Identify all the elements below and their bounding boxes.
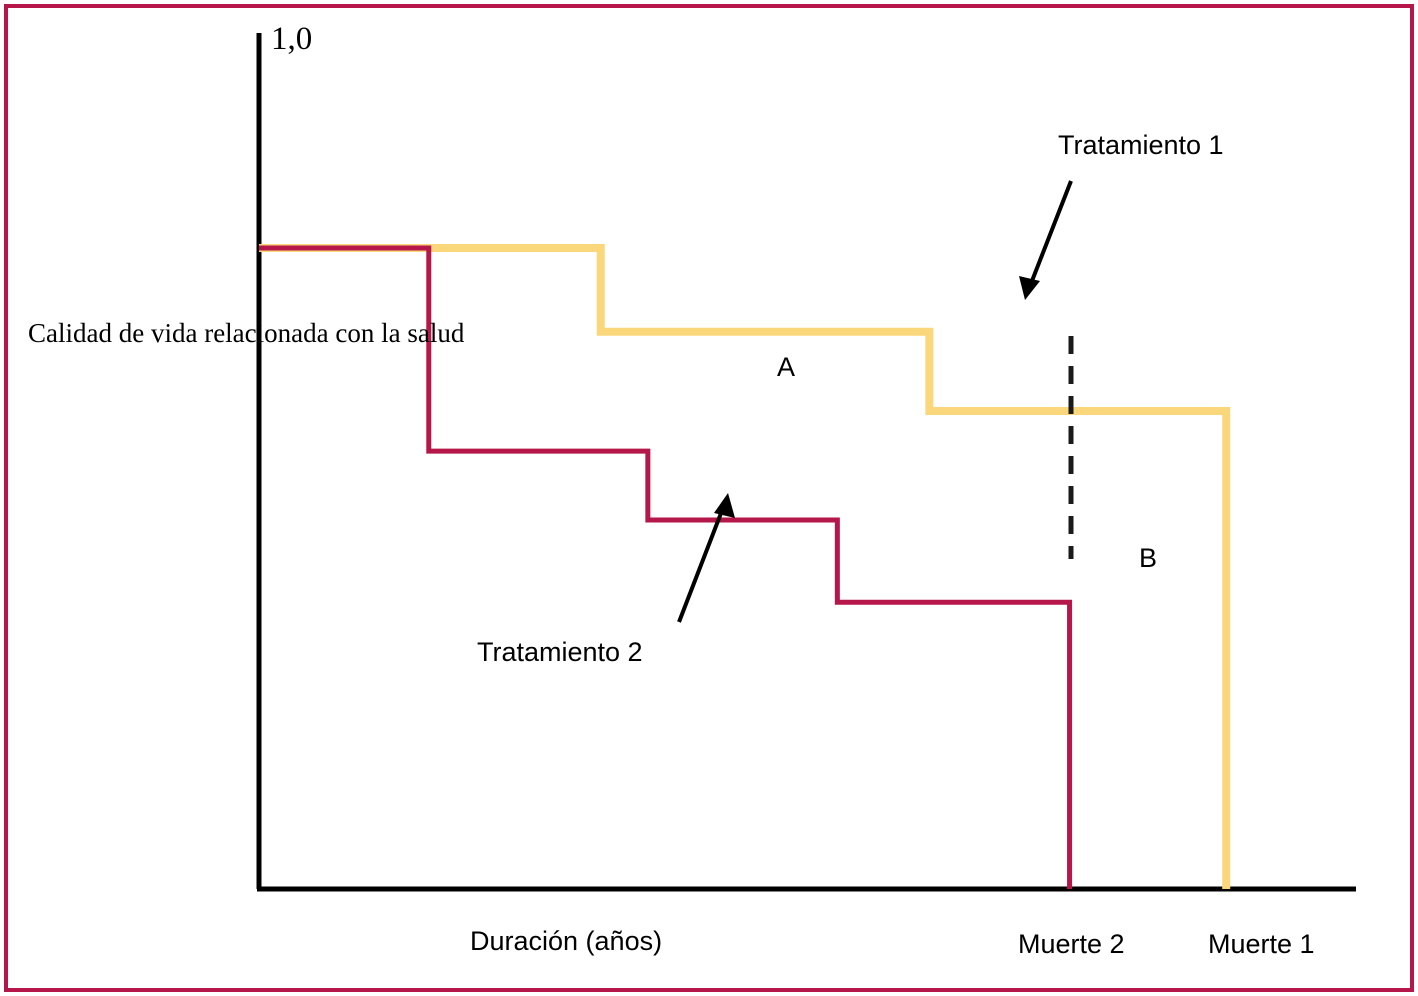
treatment2-step-curve (259, 245, 1073, 889)
axis-lines (256, 33, 1356, 892)
muerte2-axis-label: Muerte 2 (1018, 929, 1125, 959)
area-b-label: B (1139, 543, 1158, 573)
area-a-label: A (777, 352, 796, 382)
y-axis-title: Calidad de vida relacionada con la salud (28, 318, 465, 348)
y-axis-max-label: 1,0 (271, 21, 313, 57)
treatment2-arrow (677, 493, 735, 623)
muerte1-axis-label: Muerte 1 (1208, 929, 1315, 959)
treatment1-annotation-label: Tratamiento 1 (1058, 130, 1224, 160)
treatment2-annotation-label: Tratamiento 2 (477, 637, 643, 667)
treatment1-step-curve (259, 244, 1231, 889)
treatment1-arrow (1019, 180, 1073, 300)
x-axis-title: Duración (años) (470, 926, 663, 956)
